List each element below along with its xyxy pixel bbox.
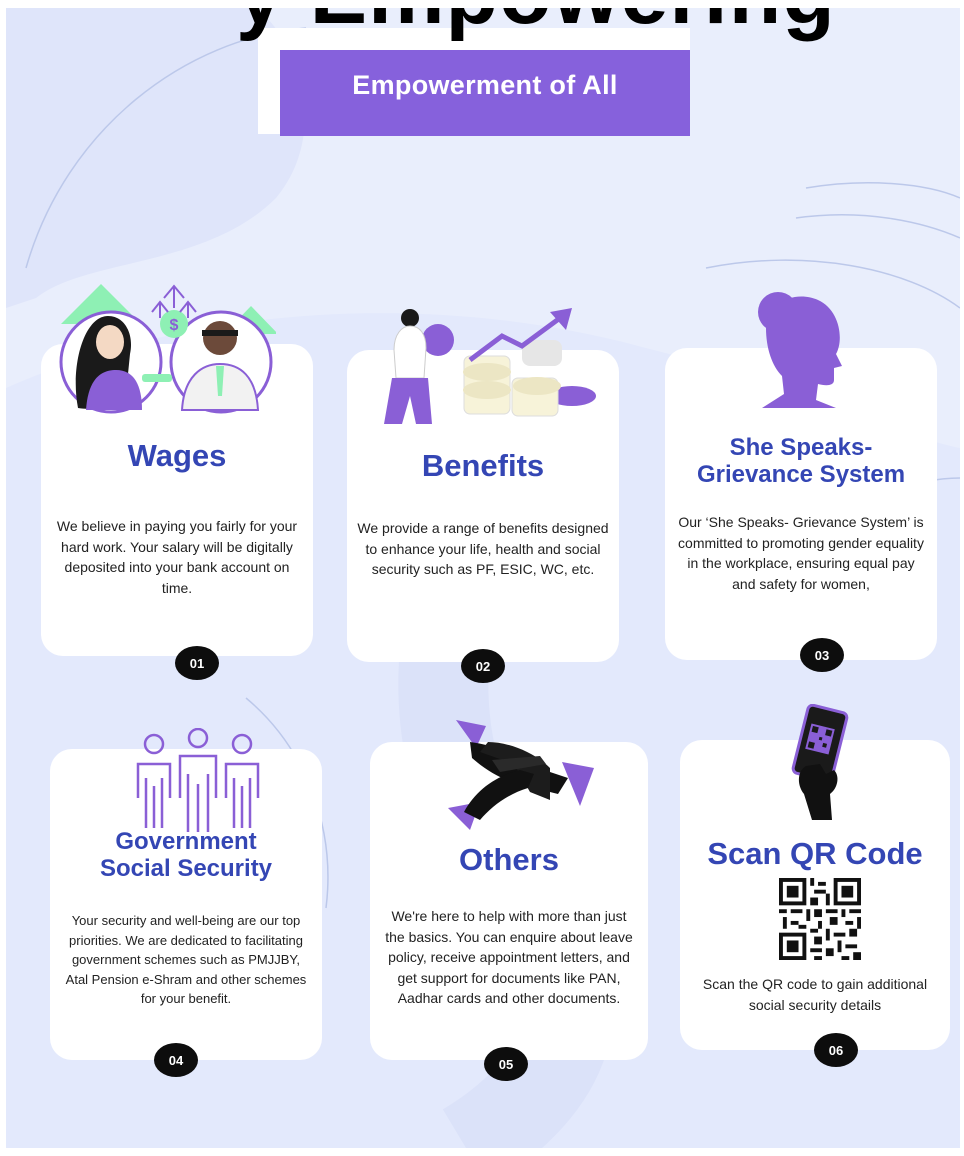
card-scan-qr: Scan QR Code Scan the QR (680, 740, 950, 1050)
svg-text:$: $ (170, 317, 179, 334)
card-title-government: Government Social Security (80, 828, 292, 882)
card-title-benefits: Benefits (421, 448, 545, 483)
badge-06: 06 (814, 1033, 858, 1067)
people-group-icon (136, 728, 260, 832)
woman-silhouette-icon (758, 292, 842, 408)
badge-02: 02 (461, 649, 505, 683)
phone-scan-icon (791, 704, 849, 820)
title-banner: Empowerment of All (280, 50, 690, 136)
card-text-scan-qr: Scan the QR code to gain additional soci… (702, 976, 928, 1013)
badge-04: 04 (154, 1043, 198, 1077)
card-title-others: Others (459, 842, 559, 877)
page-title: Empowerment of All (352, 70, 618, 100)
card-title-she-speaks: She Speaks- Grievance System (696, 434, 906, 488)
growth-coins-illustration (384, 308, 596, 424)
card-text-others: We're here to help with more than just t… (385, 908, 633, 1006)
qr-code[interactable] (778, 878, 862, 960)
card-government-social-security: Government Social Security Your security… (50, 749, 322, 1060)
card-title-scan-qr: Scan QR Code (707, 836, 923, 871)
poster: y Empowering Empowerment of All Wages We… (6, 8, 960, 1148)
card-title-government-text: Government Social Security (99, 828, 273, 882)
joined-hands-illustration (448, 720, 594, 830)
card-text-she-speaks: Our ‘She Speaks- Grievance System’ is co… (678, 514, 924, 592)
card-text-wages: We believe in paying you fairly for your… (56, 518, 298, 596)
badge-05: 05 (484, 1047, 528, 1081)
card-text-government: Your security and well-being are our top… (65, 913, 307, 1007)
cropped-page-heading: y Empowering (236, 8, 960, 37)
card-title-wages: Wages (127, 438, 227, 473)
wage-handshake-illustration: $ (59, 284, 276, 414)
badge-01: 01 (175, 646, 219, 680)
badge-03: 03 (800, 638, 844, 672)
card-text-benefits: We provide a range of benefits designed … (357, 520, 609, 577)
